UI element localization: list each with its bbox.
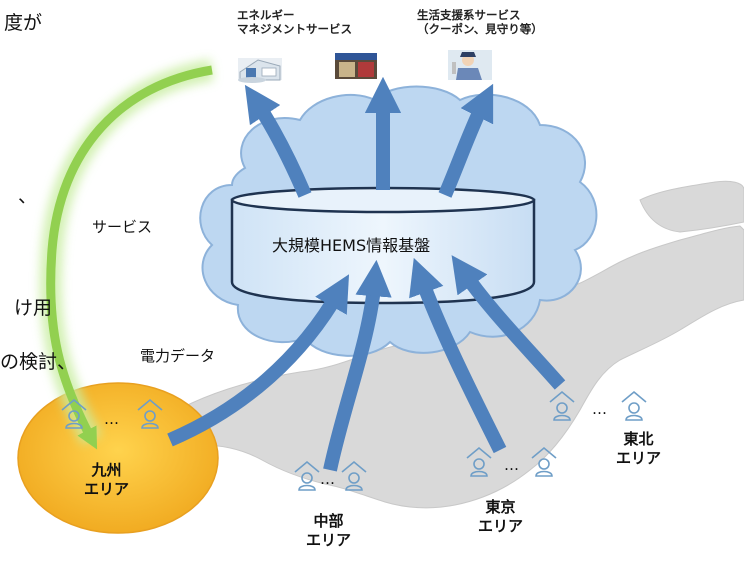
tokyo-area-label: 東京 エリア: [478, 498, 524, 535]
house-icons: [61, 390, 647, 491]
arrow-to-energy-service: [244, 84, 312, 198]
storefront-photo-icon: [335, 53, 377, 79]
building-photo-icon: [238, 58, 282, 83]
tohoku-ellipsis: …: [592, 400, 607, 418]
arrow-to-lifestyle-service: [438, 83, 494, 198]
house-icon: [531, 446, 557, 477]
service-flow-label: サービス: [92, 218, 153, 236]
house-icon: [549, 390, 575, 421]
tohoku-area-label: 東北 エリア: [616, 430, 662, 467]
left-cut-text-3: け用: [14, 297, 53, 319]
house-icon: [341, 460, 367, 491]
arrow-from-kyushu: [167, 274, 350, 447]
left-cut-text-4: の検討、: [0, 351, 77, 373]
data-flow-label: 電力データ: [140, 347, 216, 365]
energy-service-label: エネルギー マネジメントサービス: [237, 8, 352, 37]
house-icon: [466, 446, 492, 477]
kyushu-ellipsis: …: [104, 410, 119, 428]
kyushu-area-ellipse: [17, 382, 219, 534]
lifestyle-service-label: 生活支援系サービス （クーポン、見守り等）: [417, 8, 543, 37]
kyushu-area-label: 九州 エリア: [84, 461, 130, 498]
chubu-area-label: 中部 エリア: [306, 512, 352, 549]
house-icon: [621, 390, 647, 421]
left-cut-text-2: 、: [18, 185, 38, 207]
guard-photo-icon: [448, 50, 492, 80]
platform-label: 大規模HEMS情報基盤: [272, 236, 431, 255]
output-arrows: [244, 76, 494, 198]
arrow-from-chubu: [323, 259, 392, 472]
input-arrows: [167, 255, 566, 472]
arrow-from-tohoku: [451, 255, 566, 390]
house-icon: [137, 398, 163, 429]
tokyo-ellipsis: …: [504, 456, 519, 474]
left-cut-text-1: 度が: [4, 12, 43, 34]
chubu-ellipsis: …: [320, 470, 335, 488]
service-arrow: [39, 59, 214, 450]
house-icon: [294, 460, 320, 491]
house-icon: [61, 398, 87, 429]
arrow-from-tokyo: [409, 257, 507, 454]
